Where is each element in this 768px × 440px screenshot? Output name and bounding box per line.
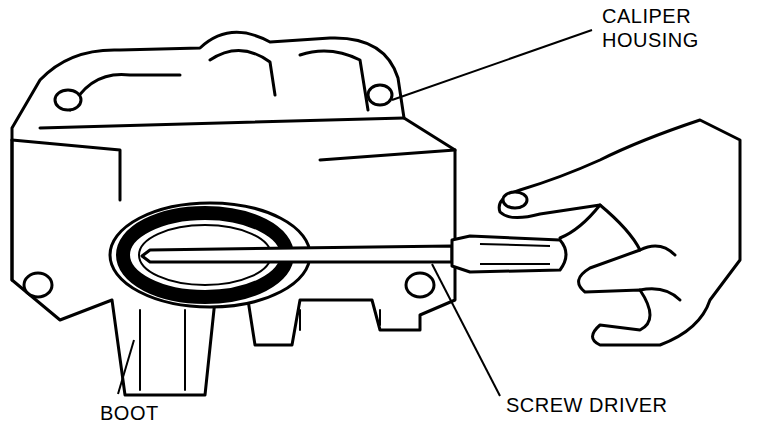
leader-line <box>118 340 134 394</box>
part-label: CALIPER HOUSING <box>600 4 734 52</box>
handle-grooves <box>480 244 550 264</box>
part-label: SCREW DRIVER <box>504 393 670 417</box>
caliper-housing <box>12 32 455 395</box>
housing-ridge <box>210 50 275 95</box>
housing-edge <box>40 118 404 128</box>
leader-lines <box>118 30 592 396</box>
bolt-hole <box>406 273 434 297</box>
housing-ridge <box>70 74 180 110</box>
leg-ribs <box>140 310 185 390</box>
screwdriver-handle <box>452 236 566 272</box>
housing-edge <box>11 140 14 280</box>
housing-edge <box>320 150 455 160</box>
leader-line <box>432 264 500 396</box>
leader-line <box>392 30 592 100</box>
screwdriver-shaft <box>142 246 452 262</box>
bolt-hole <box>368 85 392 105</box>
bolt-hole <box>24 273 52 297</box>
leg-ribs <box>300 310 380 330</box>
housing-ridge <box>300 51 368 110</box>
part-label: BOOT <box>98 401 161 425</box>
hand <box>499 120 740 345</box>
housing-edge <box>12 140 120 200</box>
bolt-hole <box>55 90 81 110</box>
